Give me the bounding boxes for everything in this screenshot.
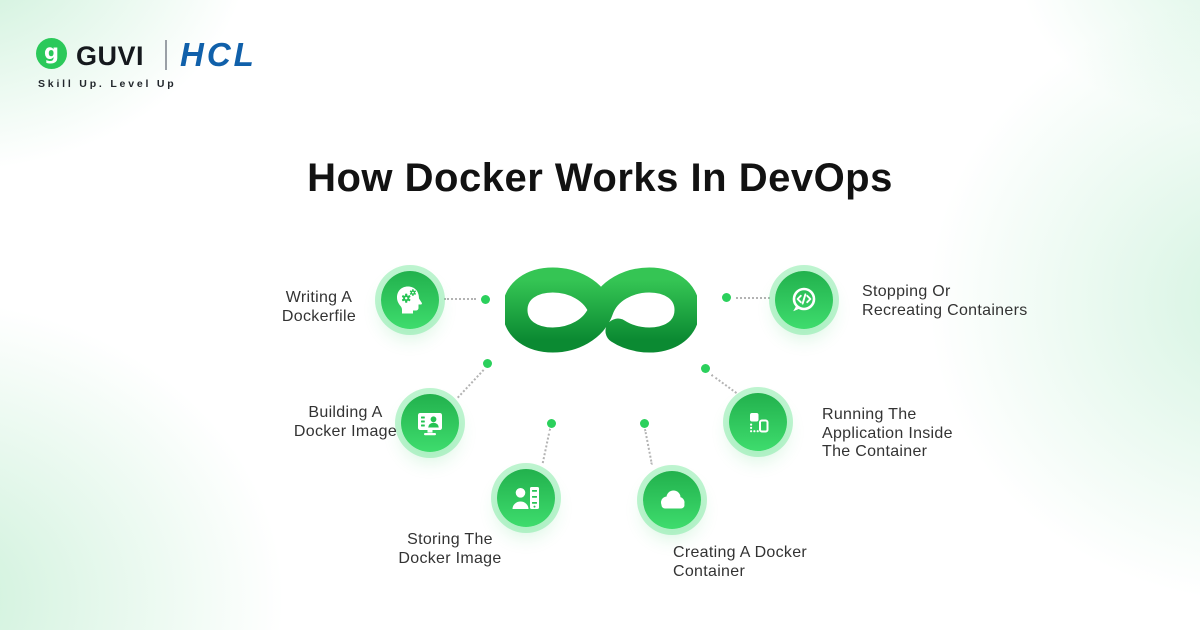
connector-dot <box>481 295 490 304</box>
label-stopping-recreating: Stopping Or Recreating Containers <box>862 283 1028 319</box>
connector-writing <box>444 298 476 300</box>
hcl-logo: HCL <box>180 36 257 73</box>
node-creating-container <box>643 471 701 529</box>
connector-dot <box>701 364 710 373</box>
connector-creating <box>644 429 653 465</box>
connector-running <box>710 374 738 394</box>
page-title: How Docker Works In DevOps <box>307 156 893 200</box>
connector-dot <box>483 359 492 368</box>
guvi-logo-letter: g <box>43 40 60 64</box>
node-storing-image <box>497 469 555 527</box>
connector-dot <box>547 419 556 428</box>
node-running-application <box>729 393 787 451</box>
label-building-image: Building A Docker Image <box>293 404 398 440</box>
connector-storing <box>541 428 551 464</box>
connector-building <box>457 369 485 399</box>
node-stopping-recreating <box>775 271 833 329</box>
guvi-wordmark: GUVI <box>76 41 145 71</box>
label-running-application: Running The Application Inside The Conta… <box>822 406 953 460</box>
logo-divider <box>165 40 167 70</box>
connector-dot <box>640 419 649 428</box>
connector-stopping <box>736 297 770 299</box>
user-server-icon <box>512 487 539 509</box>
node-building-image <box>401 394 459 452</box>
head-gears-icon <box>397 286 422 314</box>
label-storing-image: Storing The Docker Image <box>398 531 502 567</box>
monitor-user-icon <box>418 413 442 436</box>
node-writing-dockerfile <box>381 271 439 329</box>
guvi-logo-icon: g <box>36 38 67 69</box>
label-creating-container: Creating A Docker Container <box>673 544 808 580</box>
code-bubble-icon <box>792 287 816 312</box>
brand-tagline: Skill Up. Level Up <box>38 78 177 90</box>
cloud-icon <box>661 490 685 509</box>
label-writing-dockerfile: Writing A Dockerfile <box>281 289 357 325</box>
containers-icon <box>750 413 769 433</box>
devops-infinity-icon <box>505 267 697 353</box>
connector-dot <box>722 293 731 302</box>
